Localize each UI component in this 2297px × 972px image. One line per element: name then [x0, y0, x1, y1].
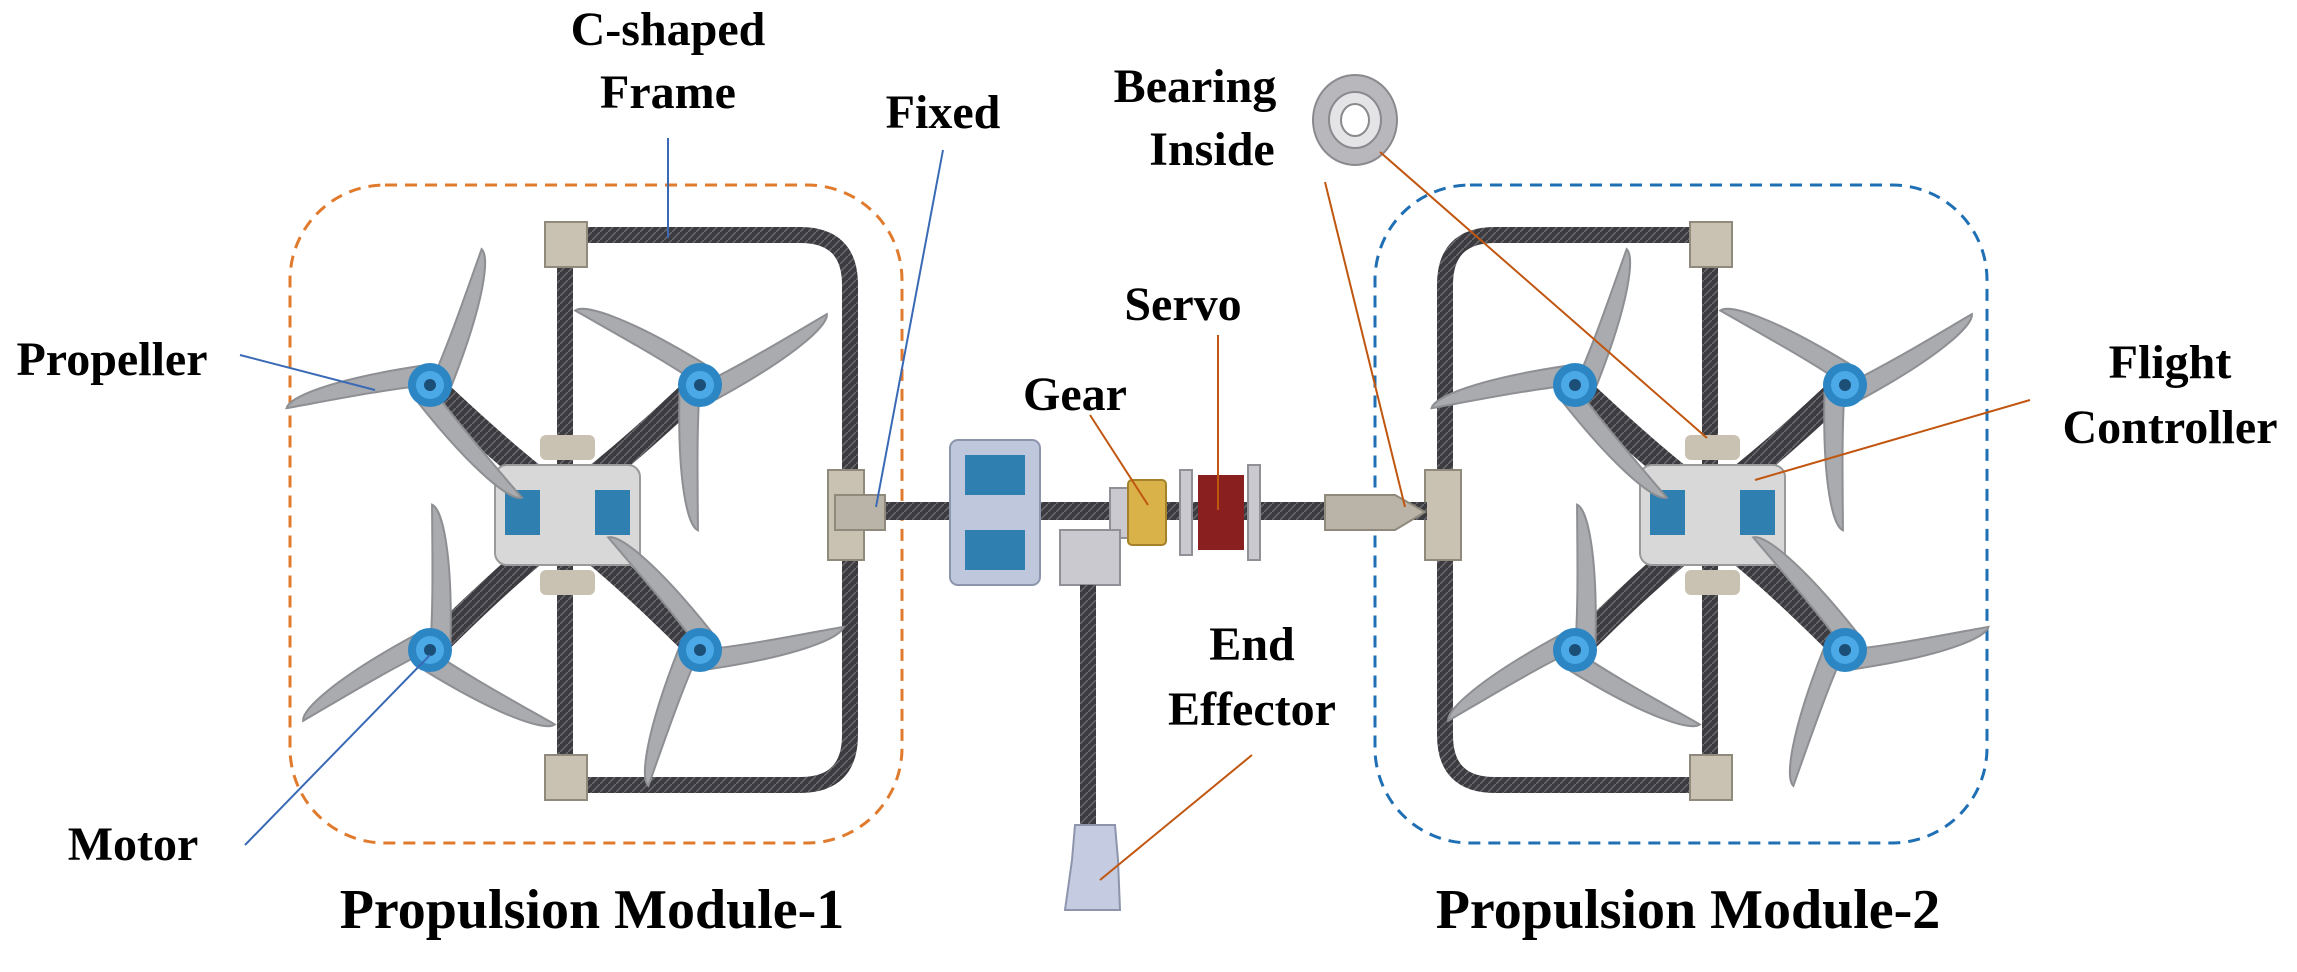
labels: C-shaped Frame Fixed Bearing Inside Serv…	[16, 3, 2277, 941]
leader-gear	[1089, 414, 1149, 506]
label-c-shaped-frame-line2: Frame	[600, 66, 736, 119]
flight-controller-board-2a	[1650, 490, 1685, 535]
label-gear: Gear	[1023, 368, 1127, 421]
fixed-cone-1	[834, 494, 886, 531]
label-flight-controller-line2: Controller	[2062, 401, 2277, 454]
battery-board-top	[965, 455, 1025, 495]
label-motor: Motor	[68, 818, 199, 871]
motor-2d	[1823, 628, 1867, 672]
leader-fixed	[875, 149, 944, 508]
servo-plate-right	[1247, 464, 1261, 561]
corner-bracket-bottom-1	[544, 754, 588, 801]
motor-1c	[408, 628, 452, 672]
corner-bracket-top-1	[544, 221, 588, 268]
leader-end-effector	[1099, 754, 1253, 881]
label-propulsion-module-1: Propulsion Module-1	[340, 879, 845, 941]
corner-bracket-top-2	[1689, 221, 1733, 268]
motor-1d	[678, 628, 722, 672]
servo-plate-left	[1179, 469, 1193, 556]
plate-clamp-bottom-2	[1685, 570, 1740, 595]
module-2-outline	[1373, 183, 1989, 845]
motor-2c	[1553, 628, 1597, 672]
propulsion-module-2	[1373, 183, 1991, 845]
plate-clamp-top-2	[1685, 435, 1740, 460]
plate-clamp-top-1	[540, 435, 595, 460]
label-end-effector-line1: End	[1209, 618, 1295, 671]
bearing-icon	[1312, 74, 1398, 166]
battery-board-bottom	[965, 530, 1025, 570]
motor-2a	[1553, 363, 1597, 407]
end-effector	[1063, 824, 1122, 911]
servo-body	[1198, 475, 1244, 550]
label-c-shaped-frame-line1: C-shaped	[571, 3, 766, 56]
leader-bearing-2	[1379, 151, 1708, 439]
vertical-arm-mount	[1059, 529, 1121, 586]
leader-flight-controller	[1754, 399, 2031, 481]
motor-1b	[678, 363, 722, 407]
leader-propeller	[239, 354, 376, 391]
label-propeller: Propeller	[16, 333, 207, 386]
label-end-effector-line2: Effector	[1168, 683, 1336, 736]
corner-bracket-bottom-2	[1689, 754, 1733, 801]
flight-controller-board-1b	[595, 490, 630, 535]
leader-motor	[244, 654, 431, 846]
label-servo: Servo	[1124, 278, 1241, 331]
label-fixed: Fixed	[886, 86, 1001, 139]
label-flight-controller-line1: Flight	[2109, 336, 2232, 389]
propulsion-module-1	[284, 183, 904, 845]
label-bearing-line1: Bearing	[1114, 60, 1277, 113]
motor-2b	[1823, 363, 1867, 407]
label-propulsion-module-2: Propulsion Module-2	[1436, 879, 1941, 941]
flight-controller-board-1a	[505, 490, 540, 535]
central-arm-assembly	[834, 439, 1427, 911]
leader-bearing-1	[1324, 181, 1406, 508]
leader-lines	[239, 138, 2031, 881]
bearing-bracket-2	[1424, 469, 1462, 561]
vertical-arm	[1080, 585, 1096, 830]
bearing-cone-2	[1324, 494, 1427, 531]
plate-clamp-bottom-1	[540, 570, 595, 595]
flight-controller-board-2b	[1740, 490, 1775, 535]
label-bearing-line2: Inside	[1149, 123, 1274, 176]
gear	[1127, 479, 1167, 546]
motor-1a	[408, 363, 452, 407]
